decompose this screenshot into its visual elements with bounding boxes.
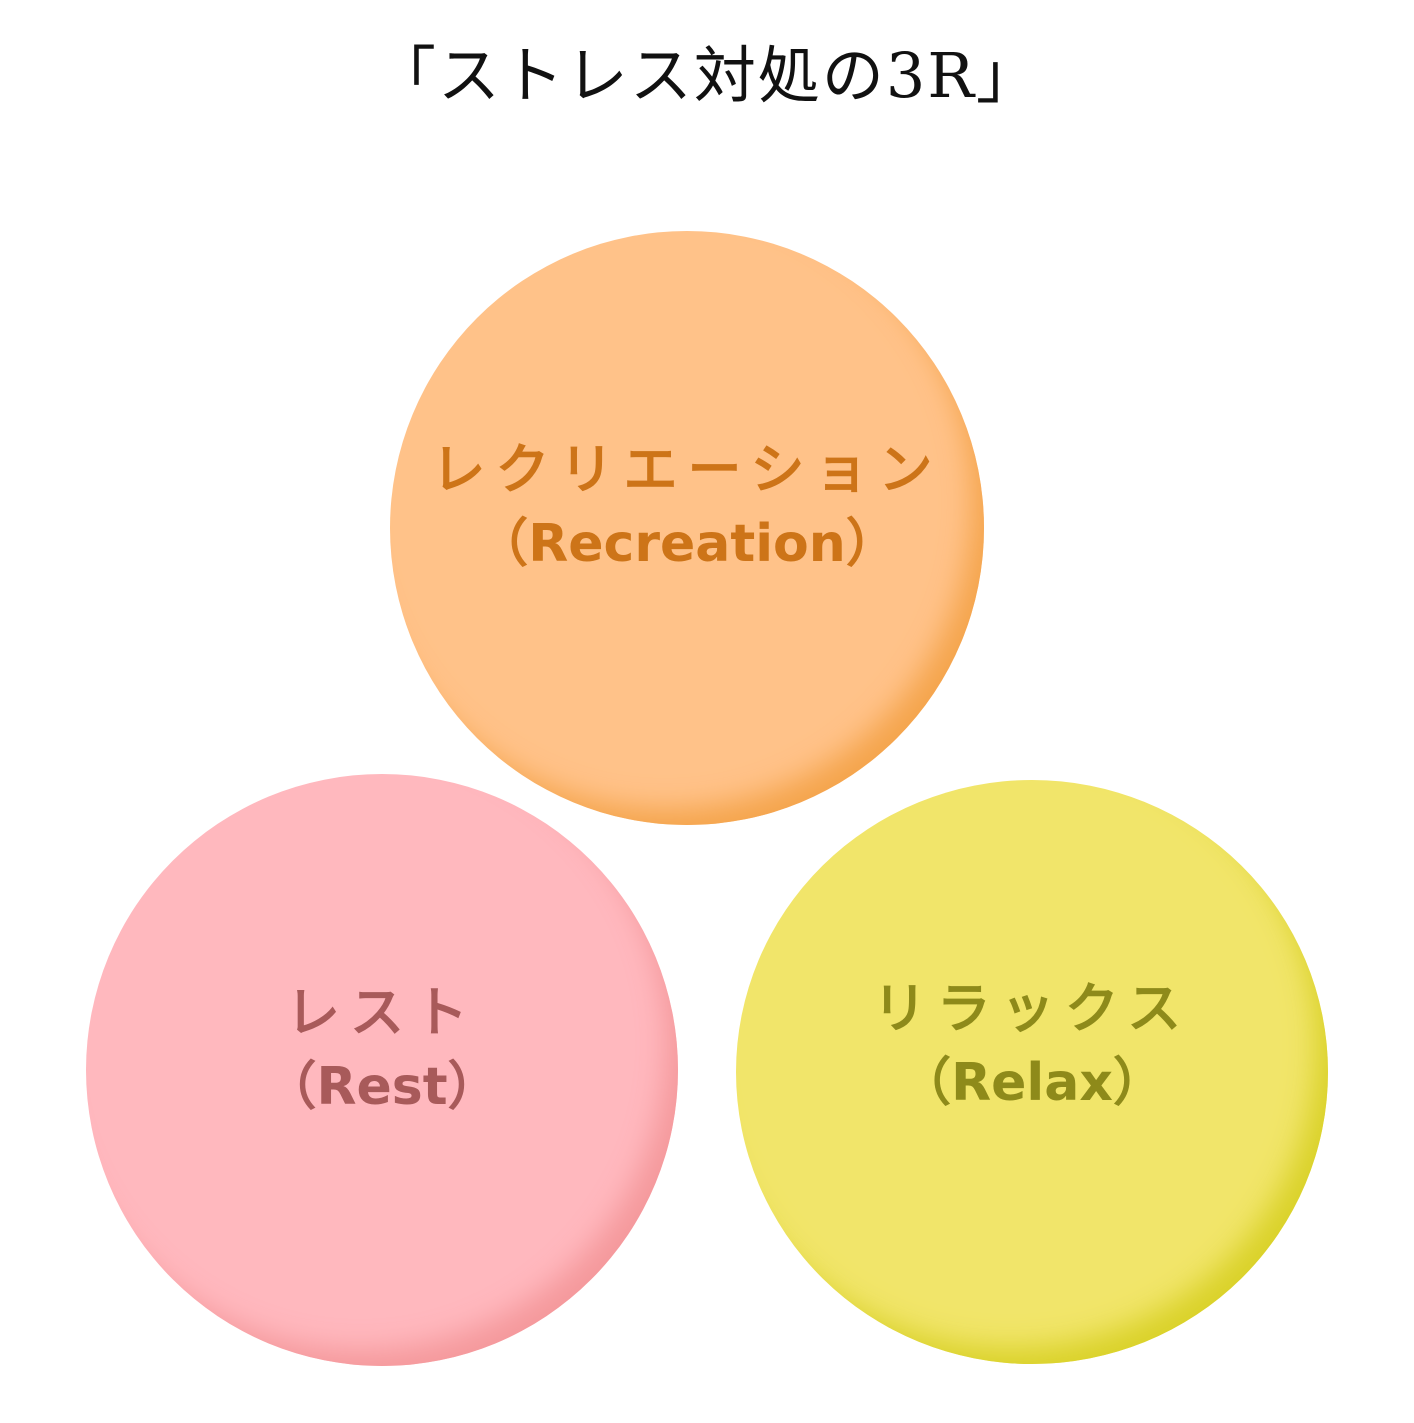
recreation-label-jp: レクリエーション	[431, 438, 943, 501]
rest-label-en: （Rest）	[264, 1057, 500, 1117]
relax-label-en: （Relax）	[899, 1053, 1165, 1113]
relax-label-jp: リラックス	[872, 977, 1192, 1040]
diagram-title: 「ストレス対処の3R」	[373, 39, 1041, 112]
circle-rest: レスト （Rest）	[86, 774, 678, 1366]
circle-relax: リラックス （Relax）	[736, 780, 1328, 1364]
rest-label-jp: レスト	[286, 981, 478, 1044]
circle-recreation: レクリエーション （Recreation）	[390, 231, 984, 825]
recreation-label-en: （Recreation）	[476, 514, 898, 574]
